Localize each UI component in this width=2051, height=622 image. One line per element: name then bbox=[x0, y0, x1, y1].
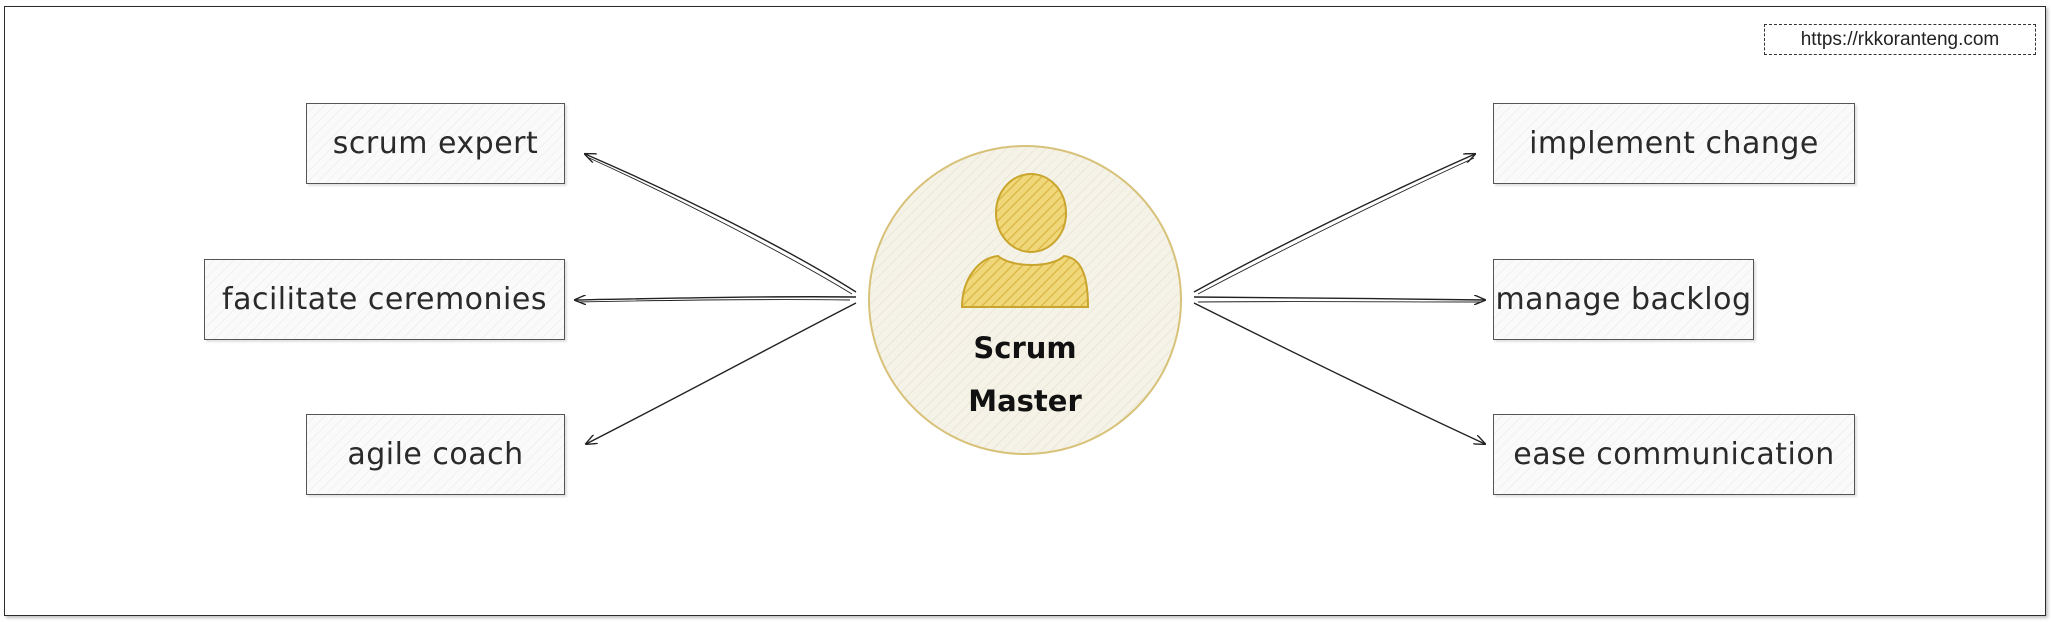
role-box-implement-change: implement change bbox=[1493, 103, 1855, 184]
url-tag: https://rkkoranteng.com bbox=[1764, 24, 2036, 55]
role-box-agile-coach: agile coach bbox=[306, 414, 565, 495]
connector-ease-communication bbox=[1193, 302, 1485, 444]
role-box-ease-communication: ease communication bbox=[1493, 414, 1855, 495]
scrum-master-title-text: Scrum Master bbox=[968, 331, 1082, 418]
role-box-facilitate-ceremonies: facilitate ceremonies bbox=[204, 259, 565, 340]
role-box-scrum-expert: scrum expert bbox=[306, 103, 565, 184]
connector-agile-coach bbox=[586, 302, 857, 444]
role-box-manage-backlog: manage backlog bbox=[1493, 259, 1754, 340]
diagram-frame bbox=[4, 6, 2046, 616]
person-icon bbox=[960, 173, 1090, 308]
connector-implement-change bbox=[1193, 154, 1475, 293]
scrum-master-title: Scrum Master bbox=[868, 322, 1182, 428]
connector-facilitate-ceremonies bbox=[575, 297, 857, 300]
connector-scrum-expert bbox=[585, 154, 857, 293]
connector-manage-backlog bbox=[1193, 297, 1485, 300]
